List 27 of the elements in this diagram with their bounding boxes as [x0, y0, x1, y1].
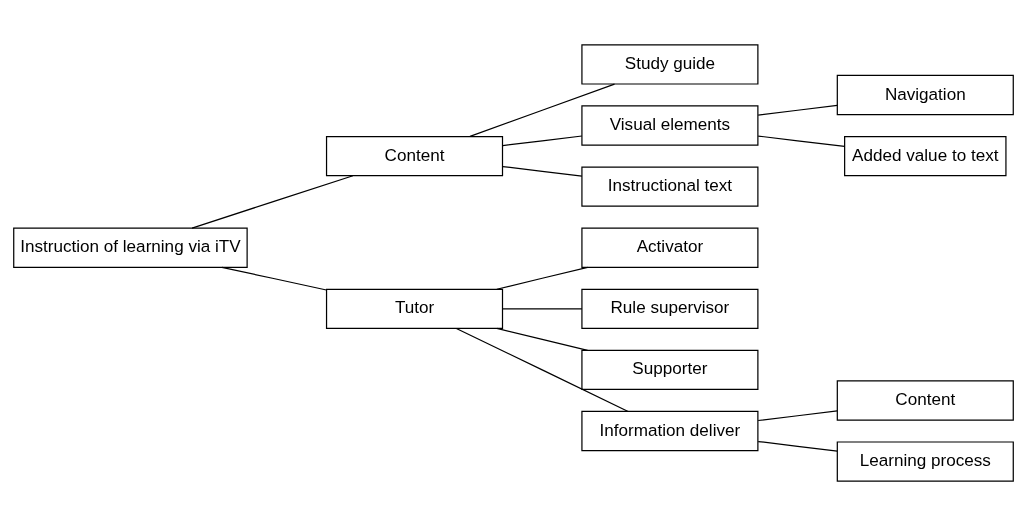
node-box: Content: [325, 135, 504, 176]
node-box: Study guide: [581, 43, 759, 85]
node-box: Information deliver: [581, 410, 759, 451]
connector: [757, 440, 838, 452]
connector: [757, 409, 838, 421]
node-box: Added value to text: [844, 135, 1007, 176]
connector: [502, 307, 583, 309]
connector: [191, 174, 354, 229]
connector: [496, 327, 589, 351]
node-box: Visual elements: [581, 104, 759, 146]
connector: [502, 165, 583, 177]
connector: [502, 134, 583, 146]
connector: [757, 134, 846, 147]
node-box: Activator: [581, 227, 759, 268]
node-box: Navigation: [836, 74, 1014, 115]
node-box: Instructional text: [581, 165, 759, 207]
node-box: Instruction of learning via iTV: [13, 227, 248, 268]
node-box: Tutor: [325, 288, 504, 329]
node-box: Content: [836, 379, 1014, 421]
connector: [455, 327, 629, 412]
connector: [496, 266, 589, 290]
connector: [221, 266, 328, 291]
connector: [757, 104, 838, 116]
node-box: Rule supervisor: [581, 288, 759, 329]
node-box: Supporter: [581, 349, 759, 390]
connector: [469, 82, 616, 137]
node-box: Learning process: [836, 440, 1014, 482]
